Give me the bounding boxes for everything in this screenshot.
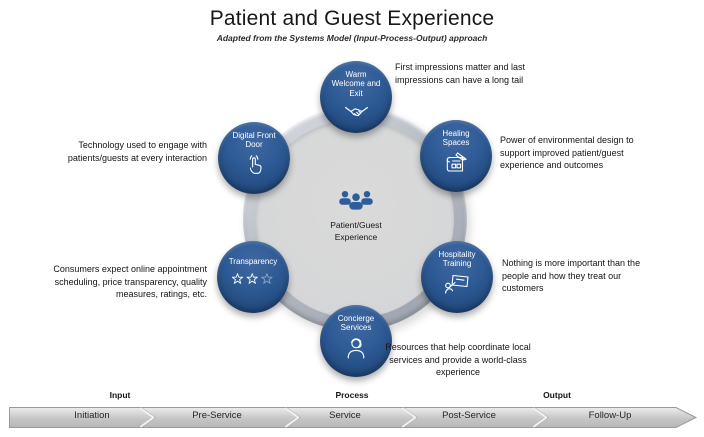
annotation-digital-front-door: Technology used to engage with patients/… [67, 140, 207, 163]
node-digital-front-door: Digital Front Door [218, 122, 290, 194]
annotation-transparency: Consumers expect online appointment sche… [53, 264, 207, 300]
page-subtitle: Adapted from the Systems Model (Input-Pr… [216, 33, 488, 43]
annotation-concierge-services: Resources that help coordinate local ser… [385, 342, 531, 378]
stage-label-output: Output [543, 390, 571, 400]
segment-initiation: Initiation [74, 410, 110, 421]
node-transparency: Transparency [217, 241, 289, 313]
page-title: Patient and Guest Experience [209, 7, 495, 30]
node-healing-spaces-label: Healing Spaces [442, 129, 470, 148]
segment-pre-service: Pre-Service [192, 410, 242, 421]
tap-finger-icon [249, 155, 262, 174]
node-warm-welcome: Warm Welcome and Exit [320, 61, 392, 133]
stage-label-process: Process [335, 390, 369, 400]
handshake-icon [344, 107, 368, 117]
node-hospitality-training-label: Hospitality Training [438, 250, 476, 269]
node-transparency-label: Transparency [228, 257, 278, 266]
center-node: Patient/Guest Experience [320, 189, 392, 244]
rating-stars-icon [232, 273, 273, 285]
stage-label-input: Input [109, 390, 131, 400]
process-arrow-bar [9, 407, 698, 428]
blueprint-icon [446, 152, 467, 172]
segment-follow-up: Follow-Up [588, 410, 632, 421]
presenter-board-icon [444, 274, 469, 294]
node-hospitality-training: Hospitality Training [421, 241, 493, 313]
node-digital-front-door-label: Digital Front Door [232, 131, 276, 150]
segment-service: Service [329, 410, 361, 421]
headset-person-icon [347, 338, 365, 359]
node-concierge-services-label: Concierge Services [337, 314, 375, 333]
annotation-hospitality-training: Nothing is more important than the peopl… [502, 258, 641, 294]
node-warm-welcome-label: Warm Welcome and Exit [331, 70, 381, 98]
annotation-healing-spaces: Power of environmental design to support… [500, 135, 634, 171]
segment-post-service: Post-Service [442, 410, 496, 421]
annotation-warm-welcome: First impressions matter and last impres… [395, 62, 526, 85]
people-group-icon [339, 191, 373, 210]
center-node-label: Patient/Guest Experience [330, 220, 382, 243]
node-healing-spaces: Healing Spaces [420, 120, 492, 192]
node-concierge-services: Concierge Services [320, 305, 392, 377]
